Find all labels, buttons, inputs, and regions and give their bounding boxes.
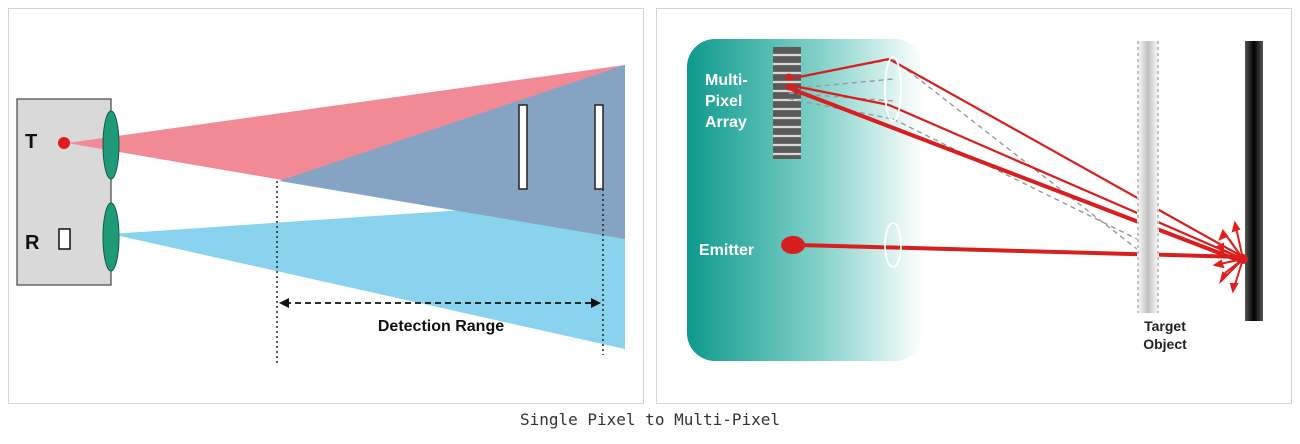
target-object [1137,41,1159,313]
receiver-label: R [25,232,40,254]
transmitter-label: T [25,131,37,153]
corner-fold [1276,9,1291,24]
receive-beam [111,199,625,349]
sensor-housing [687,39,923,361]
multi-pixel-svg: Multi- Pixel Array Emitter Target Object [687,39,1263,361]
near-target-plate [518,104,528,190]
transmit-lens [102,110,120,180]
receive-rays [788,57,1244,265]
arrow-head-left [279,298,289,308]
arrow-head-right [591,298,601,308]
corner-fold [628,9,643,24]
receive-lens [884,56,902,122]
detection-range-label: Detection Range [378,318,504,335]
array-label-line-3: Array [705,114,747,131]
pixel-array-rows [773,53,801,156]
figure-caption: Single Pixel to Multi-Pixel [519,410,781,429]
back-wall [1245,41,1263,321]
emitter-label: Emitter [699,242,754,259]
array-label-line-2: Pixel [705,93,742,110]
impact-point [1238,254,1248,264]
target-label-line-1: Target [1144,318,1186,334]
pixel-array [773,47,801,159]
emitter-source [781,236,805,254]
emitter-beam [798,243,1244,259]
array-label-line-1: Multi- [705,72,748,89]
far-target-plate [594,104,604,190]
single-pixel-svg: T R Detection Range [16,65,625,365]
receive-lens [102,202,120,272]
receiver-box [58,228,71,250]
target-label-line-2: Object [1143,336,1187,352]
pixel-dot-upper [785,73,793,81]
emitter-dot [58,137,70,149]
sensor-housing [16,98,112,286]
dashed-rays [788,58,1138,250]
emitter-lens [884,222,902,268]
multi-pixel-diagram: Multi- Pixel Array Emitter Target Object [656,8,1292,404]
pixel-dot-lower [785,83,793,91]
single-pixel-diagram: T R Detection Range [8,8,644,404]
overlap-region [279,65,625,239]
